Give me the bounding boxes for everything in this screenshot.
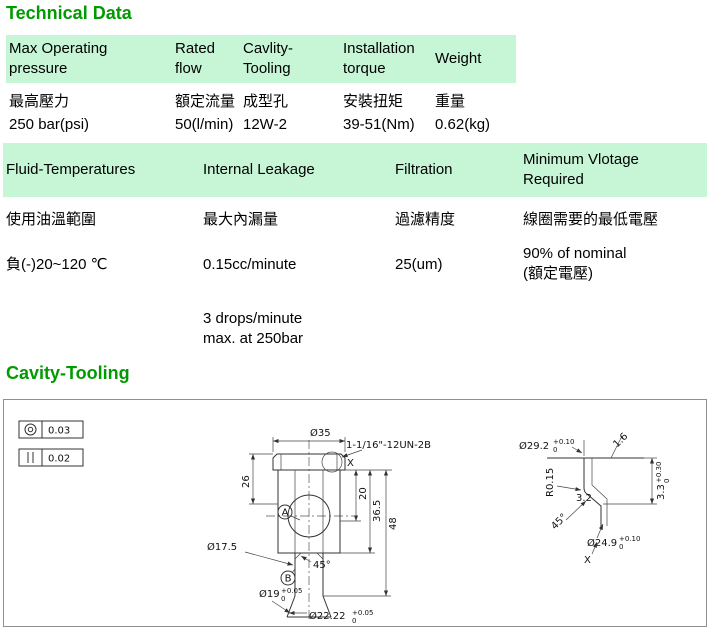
- tolerance-value: 0.02: [48, 454, 70, 465]
- tolerance-upper: +0.05: [281, 587, 302, 595]
- column-header-cavity-tooling: Cavlity- Tooling: [240, 35, 340, 83]
- dim-label: 48: [388, 517, 399, 530]
- tolerance-upper: +0.10: [553, 438, 574, 446]
- datum-label: B: [285, 574, 292, 585]
- column-header-fluid-temperatures: Fluid-Temperatures: [3, 143, 200, 197]
- datum-a: A: [277, 504, 301, 521]
- technical-data-title: Technical Data: [6, 3, 132, 23]
- detail-mark-label: X: [347, 458, 354, 469]
- tolerance-upper: +0.05: [352, 609, 373, 617]
- table-cell: 90% of nominal (額定電壓): [523, 245, 627, 282]
- cavity-tooling-title: Cavity-Tooling: [6, 363, 130, 383]
- column-header-rated-flow: Rated flow: [172, 35, 240, 83]
- tolerance-frame-parallelism: 0.02: [18, 448, 84, 467]
- tolerance-lower: 0: [619, 543, 623, 551]
- thread-label: 1-1/16"-12UN-2B: [346, 440, 431, 451]
- table-cell: 12W-2: [243, 116, 287, 133]
- table-cell: 0.62(kg): [435, 116, 491, 133]
- finish-label: 3.2: [576, 493, 592, 504]
- column-header-internal-leakage: Internal Leakage: [200, 143, 392, 197]
- dim-right-stack: 20 36.5 48: [323, 469, 399, 597]
- column-header-installation-torque: Installation torque: [340, 35, 432, 83]
- table-cell: 額定流量: [175, 93, 236, 110]
- tolerance-upper: +0.30: [655, 462, 663, 483]
- dim-dia-19: Ø19 +0.05 0: [259, 587, 302, 614]
- table-cell: [520, 297, 707, 353]
- chamfer-45-detail-callout: 45°: [549, 500, 587, 532]
- tolerance-frame-concentricity: 0.03: [18, 420, 84, 439]
- dim-label: 3.3: [656, 484, 667, 500]
- dim-26: 26: [241, 453, 278, 505]
- finish-label: 1.6: [611, 431, 630, 450]
- column-header-weight: Weight: [432, 35, 516, 83]
- table-cell: 最大內漏量: [203, 211, 279, 228]
- dim-label: 20: [358, 487, 369, 500]
- dim-label: 45°: [549, 512, 569, 532]
- dim-dia-22-22: Ø22.22 +0.05 0: [289, 609, 373, 625]
- operating-specs-table: Max Operating pressure Rated flow Cavlit…: [6, 35, 516, 139]
- surface-finish-1-6: 1.6: [610, 431, 630, 459]
- table-cell: 50(l/min): [175, 116, 234, 133]
- dim-dia-17-5: Ø17.5: [207, 541, 294, 566]
- tolerance-lower: 0: [663, 479, 671, 483]
- part-outline: [272, 451, 346, 618]
- table-cell: 3 drops/minute max. at 250bar: [203, 310, 304, 347]
- table-cell: 25(um): [395, 256, 443, 273]
- column-header-max-operating-pressure: Max Operating pressure: [6, 35, 172, 83]
- dim-label: Ø24.9: [587, 537, 617, 549]
- detail-view-label: X: [584, 541, 598, 566]
- table-cell: 負(-)20~120 ℃: [6, 256, 108, 273]
- table-cell: 250 bar(psi): [9, 116, 90, 133]
- datum-b: B: [280, 568, 296, 586]
- thread-callout: 1-1/16"-12UN-2B X: [341, 440, 431, 469]
- table-cell: 最高壓力: [9, 93, 70, 110]
- cavity-detail-view: Ø29.2 +0.10 0 1.6 R0.15: [519, 431, 671, 566]
- table-cell: 0.15cc/minute: [203, 256, 297, 273]
- cavity-tooling-drawing: 0.03 0.02: [3, 399, 707, 627]
- dim-label: 36.5: [372, 500, 383, 522]
- tolerance-lower: 0: [281, 595, 285, 603]
- dim-label: Ø17.5: [207, 541, 237, 553]
- dim-label: Ø29.2: [519, 440, 549, 452]
- datum-label: A: [282, 508, 289, 519]
- dim-label: 45°: [313, 560, 331, 571]
- table-cell: 重量: [435, 93, 466, 110]
- tolerance-lower: 0: [553, 446, 557, 454]
- tolerance-lower: 0: [352, 617, 356, 625]
- dim-3-3: 3.3 +0.30 0: [603, 457, 671, 505]
- column-header-filtration: Filtration: [392, 143, 520, 197]
- dim-dia-29-2: Ø29.2 +0.10 0: [519, 438, 585, 456]
- table-cell: [3, 297, 200, 353]
- detail-mark-label: X: [584, 555, 591, 566]
- tolerance-upper: +0.10: [619, 535, 640, 543]
- table-cell: [392, 297, 520, 353]
- dim-label: Ø22.22: [309, 610, 346, 622]
- dim-label: Ø19: [259, 588, 280, 600]
- tolerance-value: 0.03: [48, 426, 70, 437]
- chamfer-45-callout: 45°: [300, 555, 331, 571]
- table-cell: 線圈需要的最低電壓: [523, 211, 659, 228]
- radius-r0-15-callout: R0.15: [545, 468, 582, 497]
- table-cell: 39-51(Nm): [343, 116, 415, 133]
- table-cell: 使用油溫範圍: [6, 211, 97, 228]
- concentricity-icon: [24, 423, 37, 436]
- dim-label: R0.15: [545, 468, 556, 497]
- cavity-main-view: Ø35 1-1/16"-12UN-2B X 26: [207, 427, 431, 625]
- cavity-drawing-svg: 0.03 0.02: [18, 420, 671, 625]
- table-cell: 安裝扭矩: [343, 93, 404, 110]
- dim-label: 26: [241, 475, 252, 488]
- dim-dia-35: Ø35: [272, 427, 346, 452]
- fluid-specs-table: Fluid-Temperatures Internal Leakage Filt…: [3, 143, 707, 353]
- parallelism-icon: [27, 452, 34, 463]
- dim-label: Ø35: [310, 427, 331, 439]
- column-header-minimum-voltage: Minimum Vlotage Required: [520, 143, 707, 197]
- detail-outline: [547, 457, 644, 530]
- table-cell: 成型孔: [243, 93, 289, 110]
- table-cell: 過濾精度: [395, 211, 456, 228]
